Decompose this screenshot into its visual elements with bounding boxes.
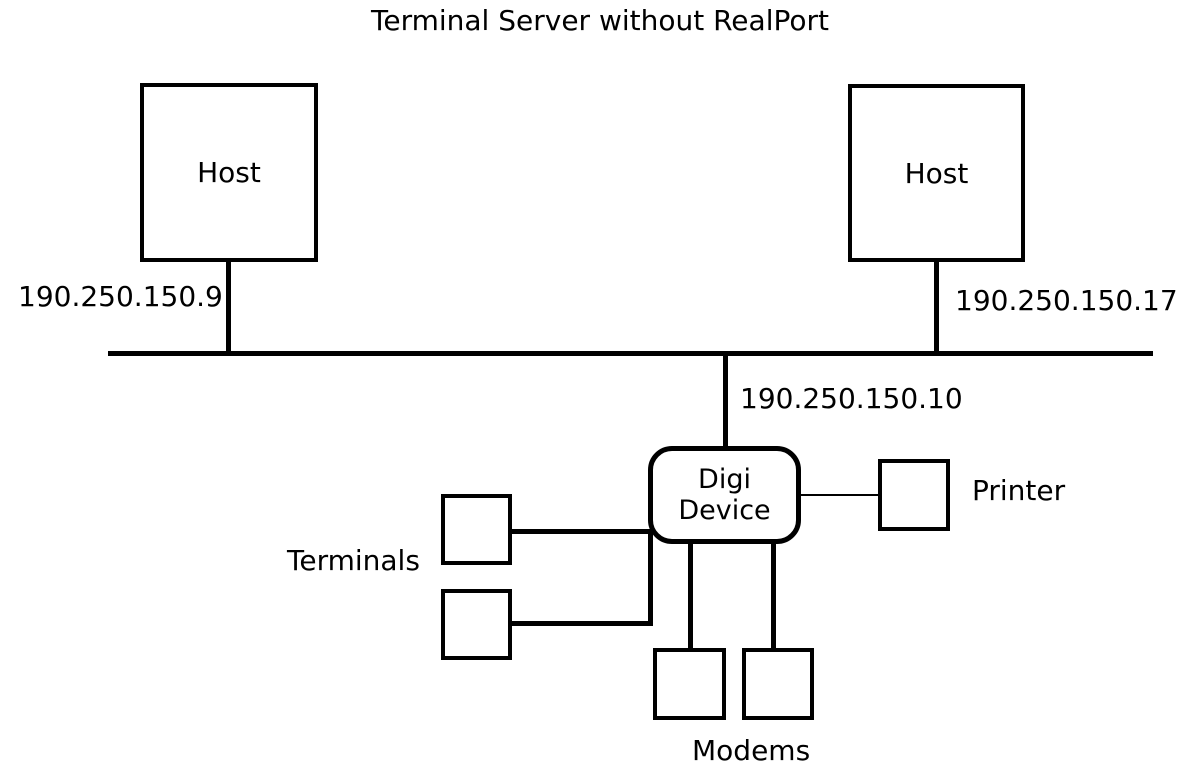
host-right-ip-label: 190.250.150.17: [955, 284, 1178, 317]
terminals-label: Terminals: [287, 544, 420, 577]
printer-label: Printer: [972, 474, 1066, 507]
modem-box-left: [653, 648, 726, 720]
modems-label: Modems: [692, 734, 811, 767]
printer-connection-line: [799, 494, 879, 496]
modem-right-connection-line: [771, 540, 776, 650]
digi-device-label-line2: Device: [678, 495, 771, 526]
host-left-box: Host: [140, 83, 318, 262]
ethernet-bus-line: [108, 351, 1153, 356]
terminal-box-bottom: [441, 589, 512, 660]
digi-device-ip-label: 190.250.150.10: [740, 382, 963, 415]
terminal-vertical-connection-line: [648, 529, 653, 626]
modem-box-right: [742, 648, 814, 720]
modem-left-connection-line: [688, 540, 693, 650]
host-right-drop-line: [934, 258, 939, 353]
digi-device-drop-line: [723, 354, 728, 448]
host-right-label: Host: [904, 156, 969, 190]
terminal-top-connection-line: [510, 529, 652, 534]
printer-box: [878, 459, 950, 531]
host-left-ip-label: 190.250.150.9: [18, 280, 223, 313]
terminal-bottom-connection-line: [510, 621, 652, 626]
digi-device-box: Digi Device: [648, 446, 801, 544]
terminal-box-top: [441, 494, 512, 565]
host-left-label: Host: [197, 156, 261, 189]
diagram-title: Terminal Server without RealPort: [371, 4, 829, 37]
host-left-drop-line: [226, 258, 231, 353]
host-right-box: Host: [848, 84, 1025, 262]
digi-device-label-line1: Digi: [698, 464, 751, 495]
digi-device-label: Digi Device: [678, 464, 770, 526]
